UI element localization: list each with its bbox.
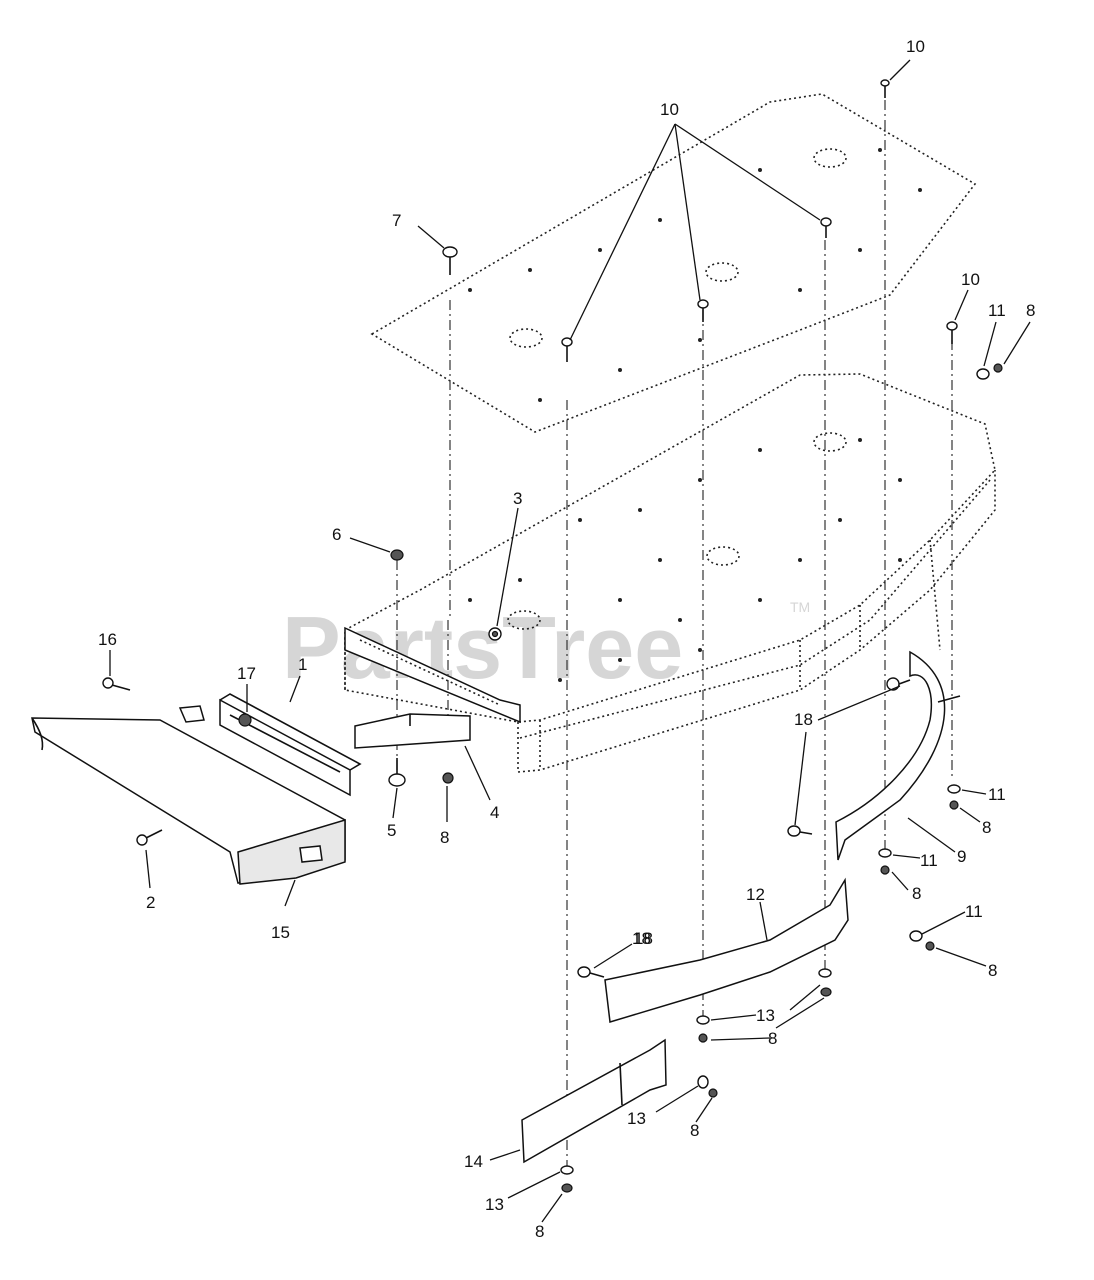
hardware-nuts-washers xyxy=(238,363,1003,1193)
callout-14: 14 xyxy=(464,1152,483,1171)
callout-15: 15 xyxy=(271,923,290,942)
bolt-18-a xyxy=(886,677,911,691)
callout-13-c: 13 xyxy=(485,1195,504,1214)
callout-5: 5 xyxy=(387,821,396,840)
callout-10-a: 10 xyxy=(660,100,679,119)
bolt-5 xyxy=(388,758,406,787)
deflector-plate xyxy=(354,713,471,749)
callout-8-e: 8 xyxy=(988,961,997,980)
callout-10-c: 10 xyxy=(961,270,980,289)
callout-labels: 1 2 3 4 5 6 7 8 8 8 8 8 8 8 8 9 10 10 10… xyxy=(98,37,1035,1241)
callout-17: 17 xyxy=(237,664,256,683)
nut-8-f xyxy=(820,987,832,997)
nut-8-h xyxy=(708,1088,718,1098)
callout-8-a: 8 xyxy=(1026,301,1035,320)
washer-13-b xyxy=(696,1015,710,1025)
nut-8-d xyxy=(880,865,890,875)
callout-7: 7 xyxy=(392,211,401,230)
nut-8-i xyxy=(561,1183,573,1193)
callout-11-d: 11 xyxy=(965,902,983,921)
washer-13-a xyxy=(818,968,832,978)
callout-8-c: 8 xyxy=(982,818,991,837)
callout-3: 3 xyxy=(513,489,522,508)
callout-1: 1 xyxy=(298,655,307,674)
callout-8-b: 8 xyxy=(440,828,449,847)
callout-11-c: 11 xyxy=(920,851,938,870)
bolt-18-c xyxy=(577,966,605,978)
mower-deck xyxy=(344,148,996,773)
washer-11-a xyxy=(976,368,990,380)
callout-16: 16 xyxy=(98,630,117,649)
discharge-chute xyxy=(31,717,346,885)
callout-18-c: 18 xyxy=(632,929,651,948)
callout-10-b: 10 xyxy=(906,37,925,56)
bolt-16 xyxy=(102,677,131,691)
callout-6: 6 xyxy=(332,525,341,544)
bolt-2 xyxy=(136,829,163,846)
assembly-axes xyxy=(396,100,953,1170)
washer-11-b xyxy=(947,784,961,794)
callout-12: 12 xyxy=(746,885,765,904)
washer-11-d xyxy=(909,930,923,942)
hardware-bolts xyxy=(102,79,958,978)
bolt-10-c xyxy=(820,217,832,238)
front-baffle xyxy=(604,877,849,1023)
leader-lines xyxy=(109,59,1031,1223)
nut-8-b xyxy=(993,363,1003,373)
nut-8-c xyxy=(949,800,959,810)
nut-6 xyxy=(390,549,404,561)
bolt-10-a xyxy=(561,337,573,362)
washer-13-c xyxy=(697,1075,709,1089)
callout-18-a: 18 xyxy=(794,710,813,729)
callout-18-b: 18 xyxy=(634,929,653,948)
callout-8-h: 8 xyxy=(535,1222,544,1241)
callout-9: 9 xyxy=(957,847,966,866)
watermark-trademark: TM xyxy=(790,599,810,615)
nut-17 xyxy=(238,713,252,727)
deck-front-rail xyxy=(344,626,521,724)
bolt-18-b xyxy=(787,825,813,837)
right-baffle xyxy=(835,650,961,861)
callout-2: 2 xyxy=(146,893,155,912)
left-baffle xyxy=(521,1038,667,1164)
bolt-10-b xyxy=(697,299,709,322)
callout-4: 4 xyxy=(490,803,499,822)
bolt-10-d xyxy=(880,79,890,98)
callout-13-a: 13 xyxy=(756,1006,775,1025)
washer-13-d xyxy=(560,1165,574,1175)
callout-8-f: 8 xyxy=(768,1029,777,1048)
washer-11-c xyxy=(878,848,892,858)
bolt-10-e xyxy=(946,321,958,344)
watermark-text: PartsTree xyxy=(282,598,683,697)
nut-8-e xyxy=(925,941,935,951)
callout-8-d: 8 xyxy=(912,884,921,903)
callout-11-b: 11 xyxy=(988,785,1006,804)
nut-8-g xyxy=(698,1033,708,1043)
callout-13-b: 13 xyxy=(627,1109,646,1128)
callout-11-a: 11 xyxy=(988,301,1006,320)
callout-8-g: 8 xyxy=(690,1121,699,1140)
top-plate xyxy=(370,93,977,433)
chute-hinge-tabs xyxy=(178,705,323,863)
carriage-bolt-7 xyxy=(442,246,458,275)
spacer-3 xyxy=(488,627,502,641)
nut-8-a xyxy=(442,772,454,784)
